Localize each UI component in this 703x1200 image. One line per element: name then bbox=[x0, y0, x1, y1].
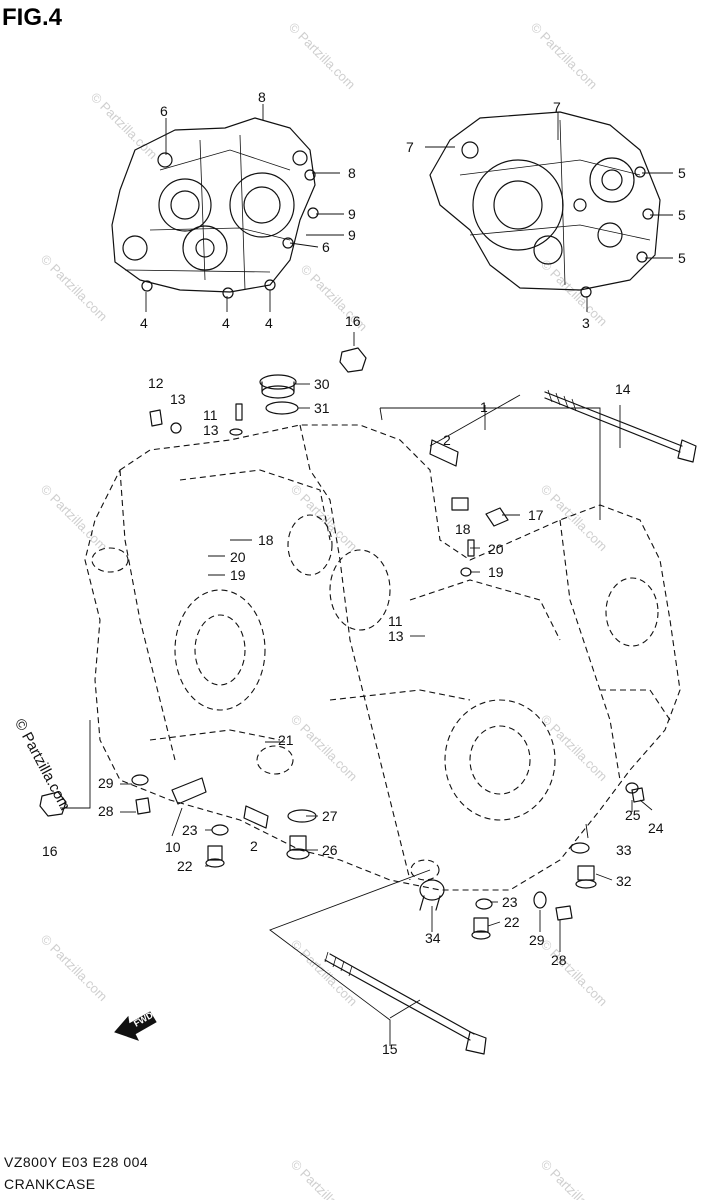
callout-29: 29 bbox=[529, 932, 545, 948]
callout-16: 16 bbox=[345, 313, 361, 329]
callout-4: 4 bbox=[222, 315, 230, 331]
callout-20: 20 bbox=[488, 541, 504, 557]
watermark: © Partzilla.com bbox=[38, 252, 111, 325]
callout-17: 17 bbox=[528, 507, 544, 523]
model-designation: VZ800Y E03 E28 004 bbox=[4, 1154, 149, 1170]
plug-16-left bbox=[39, 791, 67, 817]
callout-4: 4 bbox=[265, 315, 273, 331]
callout-27: 27 bbox=[322, 808, 338, 824]
callout-29: 29 bbox=[98, 775, 114, 791]
callout-19: 19 bbox=[488, 564, 504, 580]
callout-11: 11 bbox=[388, 613, 403, 629]
callout-34: 34 bbox=[425, 930, 441, 946]
left-case-top-view bbox=[111, 117, 319, 299]
callout-7: 7 bbox=[406, 139, 414, 155]
callout-31: 31 bbox=[314, 400, 330, 416]
sensor-34 bbox=[419, 879, 445, 911]
callout-25: 25 bbox=[625, 807, 641, 823]
callout-labels: 6 8 8 9 9 6 4 4 4 7 7 5 5 5 3 16 30 31 1… bbox=[42, 89, 686, 1057]
gasket-31 bbox=[265, 401, 299, 415]
bolt-14 bbox=[544, 389, 697, 463]
watermark: © Partzilla.com bbox=[528, 20, 601, 93]
dowel-2 bbox=[243, 439, 459, 829]
section-name: CRANKCASE bbox=[4, 1176, 96, 1192]
callout-10: 10 bbox=[165, 839, 181, 855]
small-bolts bbox=[135, 403, 645, 921]
callout-32: 32 bbox=[616, 873, 632, 889]
callout-6: 6 bbox=[160, 103, 168, 119]
callout-2: 2 bbox=[443, 432, 451, 448]
watermark: © Partzilla.com bbox=[288, 712, 361, 785]
bolt-22-left bbox=[205, 845, 225, 868]
bolt-15 bbox=[324, 951, 487, 1055]
callout-15: 15 bbox=[382, 1041, 398, 1057]
main-crankcase-assembly bbox=[84, 424, 681, 891]
callout-13: 13 bbox=[170, 391, 186, 407]
callout-24: 24 bbox=[648, 820, 664, 836]
watermark: © Partzilla.com bbox=[286, 20, 359, 93]
watermark: © Partzilla.com bbox=[538, 712, 611, 785]
callout-5: 5 bbox=[678, 250, 686, 266]
plug-16-top bbox=[339, 347, 367, 373]
callout-28: 28 bbox=[551, 952, 567, 968]
callout-23: 23 bbox=[182, 822, 198, 838]
callout-5: 5 bbox=[678, 207, 686, 223]
callout-5: 5 bbox=[678, 165, 686, 181]
callout-14: 14 bbox=[615, 381, 631, 397]
callout-28: 28 bbox=[98, 803, 114, 819]
callout-16: 16 bbox=[42, 843, 58, 859]
callout-13: 13 bbox=[388, 628, 404, 644]
jet-10 bbox=[171, 777, 207, 805]
callout-23: 23 bbox=[502, 894, 518, 910]
fwd-arrow-icon: FWD bbox=[114, 1010, 157, 1041]
callout-18: 18 bbox=[258, 532, 274, 548]
bolt-32 bbox=[575, 865, 597, 889]
leader-lines bbox=[60, 104, 673, 1046]
callout-30: 30 bbox=[314, 376, 330, 392]
callout-9: 9 bbox=[348, 227, 356, 243]
watermark: © Partzilla.com bbox=[288, 482, 361, 555]
callout-19: 19 bbox=[230, 567, 246, 583]
callout-13: 13 bbox=[203, 422, 219, 438]
callout-33: 33 bbox=[616, 842, 632, 858]
callout-2: 2 bbox=[250, 838, 258, 854]
watermark: © Partzilla.com bbox=[38, 482, 111, 555]
watermark: © Partzilla.com bbox=[538, 937, 611, 1010]
callout-20: 20 bbox=[230, 549, 246, 565]
callout-7: 7 bbox=[553, 99, 561, 115]
watermark: © Partzilla.com bbox=[538, 1157, 611, 1200]
callout-6: 6 bbox=[322, 239, 330, 255]
callout-22: 22 bbox=[177, 858, 193, 874]
callout-8: 8 bbox=[258, 89, 266, 105]
callout-9: 9 bbox=[348, 206, 356, 222]
callout-11: 11 bbox=[203, 407, 218, 423]
watermark: © Partzilla.com bbox=[38, 932, 111, 1005]
callout-1: 1 bbox=[480, 399, 488, 415]
cap-30 bbox=[259, 374, 297, 399]
watermark: © Partzilla.com bbox=[88, 90, 161, 163]
callout-18: 18 bbox=[455, 521, 471, 537]
right-case-top-view bbox=[429, 111, 661, 298]
callout-21: 21 bbox=[278, 732, 294, 748]
callout-3: 3 bbox=[582, 315, 590, 331]
callout-12: 12 bbox=[148, 375, 164, 391]
figure-title: FIG.4 bbox=[2, 4, 63, 31]
bolt-22-right bbox=[471, 917, 491, 940]
callout-4: 4 bbox=[140, 315, 148, 331]
callout-26: 26 bbox=[322, 842, 338, 858]
callout-8: 8 bbox=[348, 165, 356, 181]
callout-22: 22 bbox=[504, 914, 520, 930]
watermark: © Partzilla.com bbox=[288, 1157, 361, 1200]
bolt-26 bbox=[286, 835, 310, 860]
watermark: © Partzilla.com bbox=[538, 257, 611, 330]
